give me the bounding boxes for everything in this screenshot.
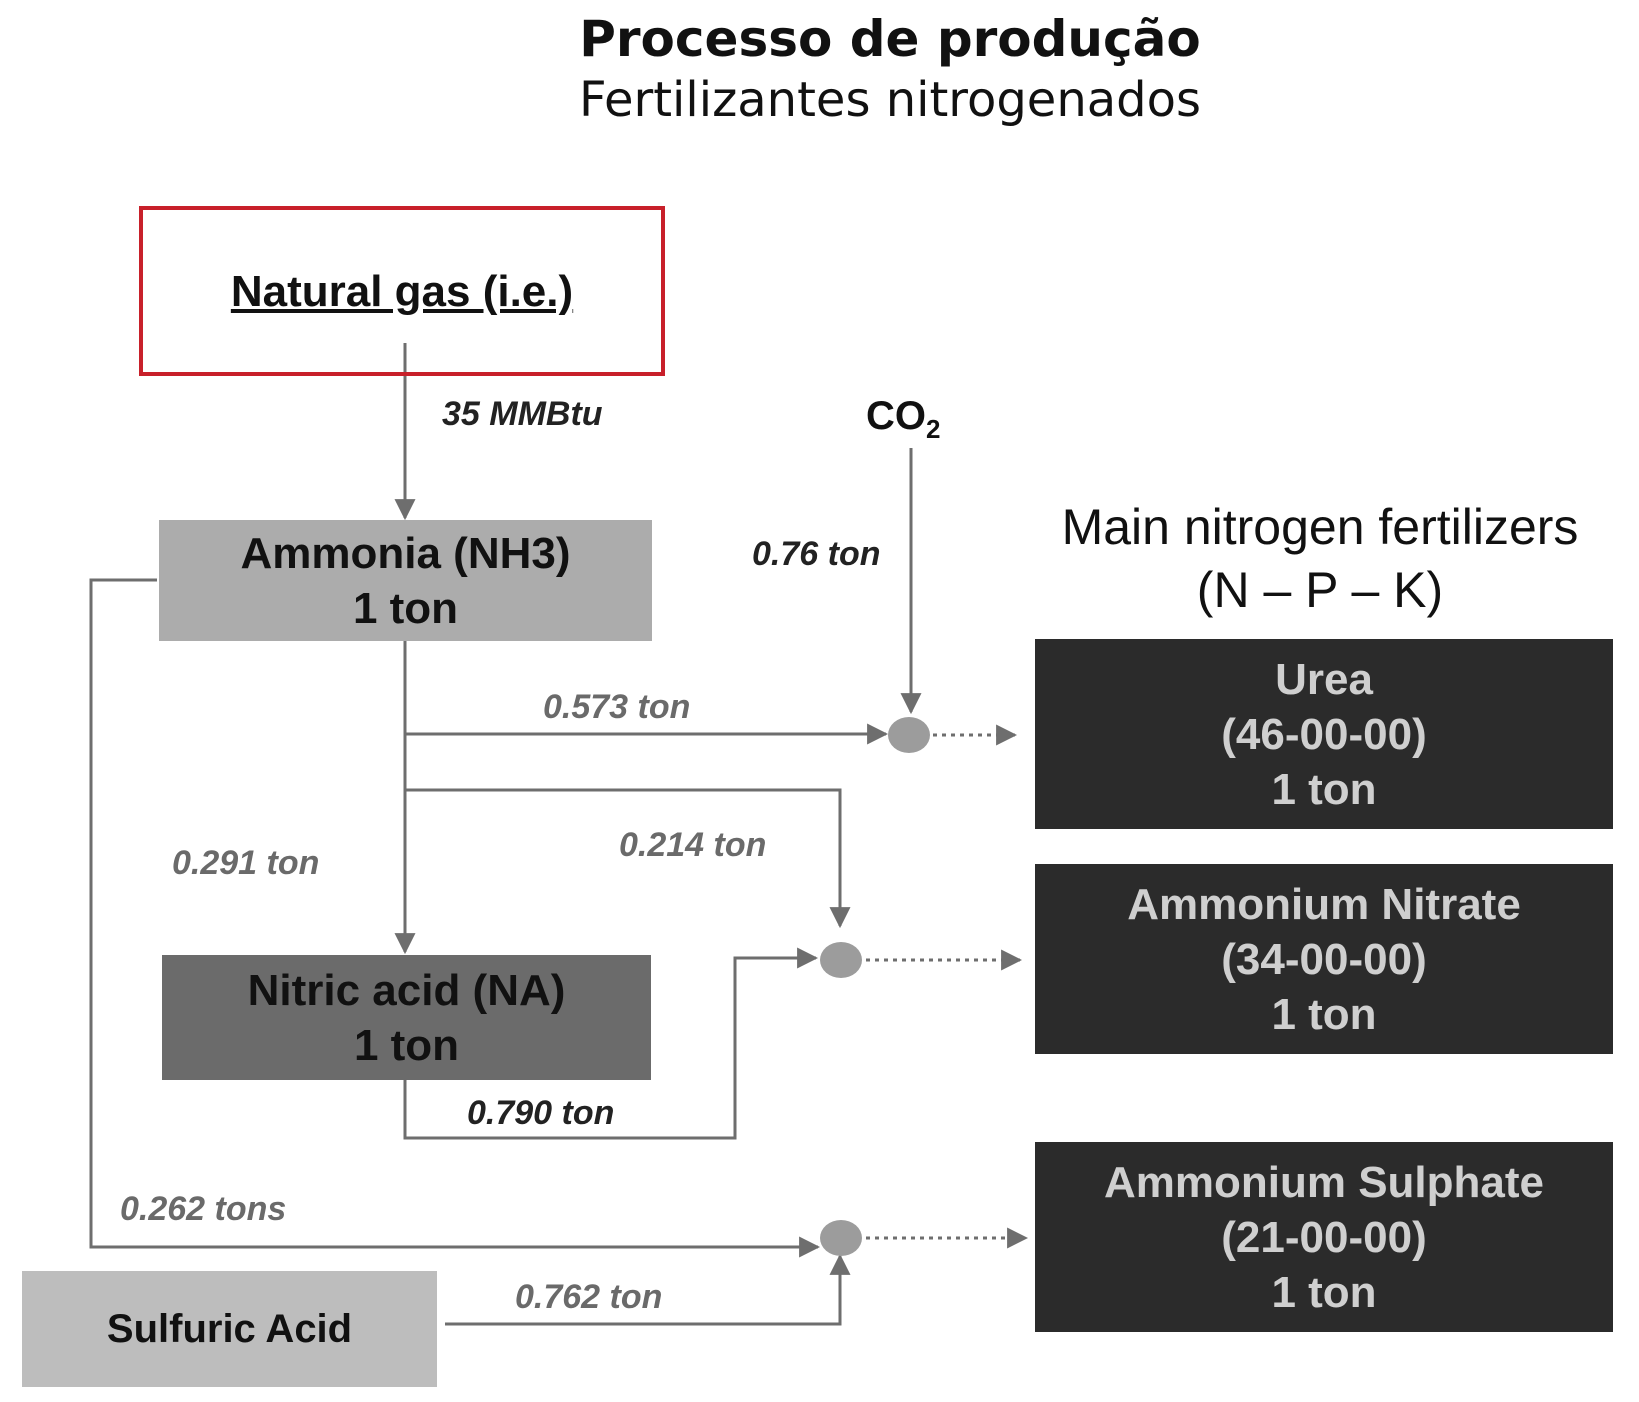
arrow-nitric-to-an (403, 947, 819, 1140)
flow-label-gas-to-ammonia: 35 MMBtu (442, 395, 603, 433)
co2-subscript: 2 (926, 414, 941, 444)
fertilizer-npk: (46-00-00) (1221, 709, 1427, 759)
flow-label-ammonia-to-nitric: 0.291 ton (172, 844, 320, 882)
flow-label-co2-to-urea: 0.76 ton (752, 535, 881, 573)
flow-label-ammonia-to-urea: 0.573 ton (543, 688, 691, 726)
fertilizer-qty: 1 ton (1271, 764, 1377, 814)
junction-ammonium-nitrate (820, 942, 862, 978)
sulfuric-acid-label: Sulfuric Acid (106, 1307, 353, 1351)
fertilizer-npk: (21-00-00) (1221, 1212, 1427, 1262)
co2-label: CO2 (866, 394, 940, 445)
ammonia-box: Ammonia (NH3) 1 ton (159, 520, 652, 641)
fertilizer-box-urea: Urea (46-00-00) 1 ton (1035, 639, 1613, 829)
natural-gas-box: Natural gas (i.e.) (139, 206, 665, 376)
nitric-acid-box: Nitric acid (NA) 1 ton (162, 955, 651, 1080)
fertilizer-qty: 1 ton (1271, 989, 1377, 1039)
nitric-acid-name: Nitric acid (NA) (247, 965, 566, 1015)
ammonia-name: Ammonia (NH3) (240, 528, 571, 578)
junction-urea (888, 717, 930, 753)
nitric-acid-qty: 1 ton (353, 1020, 460, 1070)
sulfuric-acid-box: Sulfuric Acid (22, 1271, 437, 1387)
junction-ammonium-sulphate (820, 1220, 862, 1256)
fertilizer-npk: (34-00-00) (1221, 934, 1427, 984)
natural-gas-label: Natural gas (i.e.) (230, 266, 574, 316)
co2-base: CO (866, 394, 926, 438)
fertilizer-name: Ammonium Sulphate (1103, 1157, 1545, 1207)
diagram-subtitle: Fertilizantes nitrogenados (578, 72, 1202, 128)
fertilizer-box-ammonium-sulphate: Ammonium Sulphate (21-00-00) 1 ton (1035, 1142, 1613, 1332)
flow-label-ammonia-to-an: 0.214 ton (619, 826, 767, 864)
flow-label-ammonia-to-as: 0.262 tons (120, 1190, 287, 1228)
arrow-ammonia-to-as (89, 578, 821, 1258)
diagram-title: Processo de produção (579, 10, 1201, 68)
fertilizers-heading-line1: Main nitrogen fertilizers (1061, 499, 1579, 555)
fertilizers-heading: Main nitrogen fertilizers (N – P – K) (1030, 496, 1610, 621)
fertilizer-name: Ammonium Nitrate (1127, 879, 1521, 929)
fertilizer-box-ammonium-nitrate: Ammonium Nitrate (34-00-00) 1 ton (1035, 864, 1613, 1054)
fertilizer-name: Urea (1275, 654, 1373, 704)
fertilizers-heading-line2: (N – P – K) (1196, 561, 1444, 618)
ammonia-qty: 1 ton (352, 583, 459, 633)
arrow-ammonia-to-an (405, 788, 851, 929)
flow-label-nitric-to-an: 0.790 ton (467, 1094, 615, 1132)
flow-label-sulfuric-to-as: 0.762 ton (515, 1278, 663, 1316)
fertilizer-qty: 1 ton (1271, 1267, 1377, 1317)
arrow-sulfuric-to-as (445, 1253, 851, 1326)
